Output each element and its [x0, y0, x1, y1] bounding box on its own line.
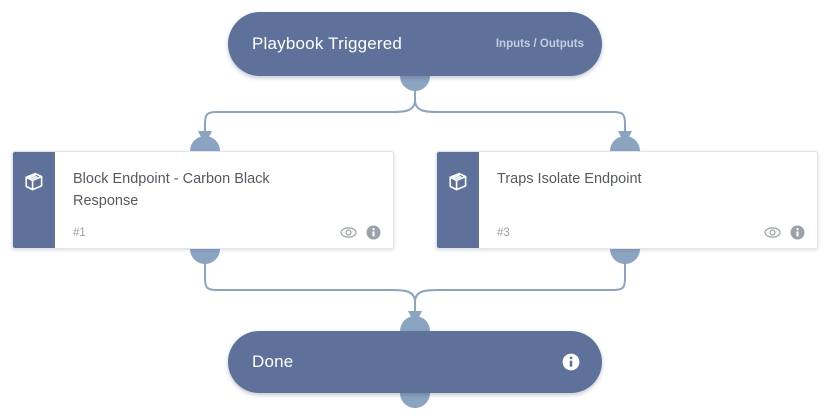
node-done[interactable]: Done [228, 331, 602, 393]
port-task2-top[interactable] [610, 136, 640, 151]
eye-icon[interactable] [764, 226, 781, 239]
inputs-outputs-label[interactable]: Inputs / Outputs [495, 38, 584, 50]
port-task1-bottom[interactable] [190, 249, 220, 264]
node-playbook-triggered[interactable]: Playbook Triggered Inputs / Outputs [228, 12, 602, 76]
card-icon-group [764, 225, 805, 240]
port-done-bottom[interactable] [400, 393, 430, 408]
task-card-block-endpoint[interactable]: Block Endpoint - Carbon Black Response #… [12, 151, 394, 249]
done-icon-group [562, 353, 580, 371]
node-title: Playbook Triggered [252, 34, 403, 53]
info-icon[interactable] [790, 225, 805, 240]
task-number: #1 [73, 226, 86, 239]
node-title: Done [252, 352, 294, 371]
card-footer: #3 [497, 225, 805, 240]
port-trigger-bottom[interactable] [400, 76, 430, 91]
task-card-traps-isolate-endpoint[interactable]: Traps Isolate Endpoint #3 [436, 151, 818, 249]
book-icon [449, 172, 467, 191]
port-done-top[interactable] [400, 316, 430, 331]
card-icon-group [340, 225, 381, 240]
card-footer: #1 [73, 225, 381, 240]
port-task1-top[interactable] [190, 136, 220, 151]
wire-task1-to-done [204, 262, 416, 312]
task-title: Traps Isolate Endpoint [497, 171, 642, 187]
card-accent-strip [13, 152, 55, 248]
task-title: Block Endpoint - Carbon Black Response [73, 171, 270, 210]
task-number: #3 [497, 226, 510, 239]
book-icon [25, 172, 43, 191]
port-task2-bottom[interactable] [610, 249, 640, 264]
card-accent-strip [437, 152, 479, 248]
wire-trigger-to-task1 [204, 99, 416, 132]
info-icon[interactable] [562, 353, 580, 371]
wire-trigger-to-task2 [414, 99, 626, 132]
wire-task2-to-done [414, 262, 626, 312]
info-icon[interactable] [366, 225, 381, 240]
eye-icon[interactable] [340, 226, 357, 239]
card-body: Traps Isolate Endpoint #3 [479, 152, 817, 248]
card-body: Block Endpoint - Carbon Black Response #… [55, 152, 393, 248]
